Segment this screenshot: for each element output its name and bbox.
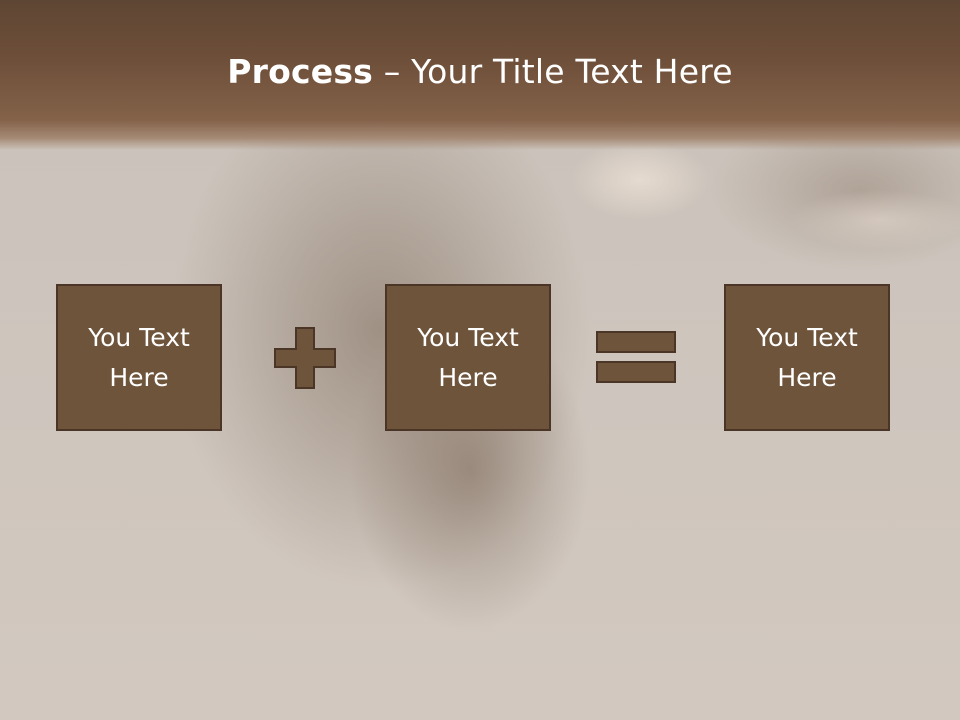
title-rest: – Your Title Text Here bbox=[373, 52, 733, 91]
plus-icon bbox=[274, 327, 336, 389]
box-1-line-1: You Text bbox=[88, 322, 190, 352]
process-box-1[interactable]: You Text Here bbox=[56, 284, 222, 431]
box-2-line-1: You Text bbox=[417, 322, 519, 352]
box-3-line-1: You Text bbox=[756, 322, 858, 352]
process-box-2[interactable]: You Text Here bbox=[385, 284, 551, 431]
title-bold: Process bbox=[227, 52, 374, 91]
box-3-line-2: Here bbox=[777, 362, 837, 392]
header-band bbox=[0, 0, 960, 150]
process-box-3[interactable]: You Text Here bbox=[724, 284, 890, 431]
slide-title: Process – Your Title Text Here bbox=[0, 52, 960, 91]
box-2-line-2: Here bbox=[438, 362, 498, 392]
equals-icon bbox=[596, 331, 676, 383]
box-1-line-2: Here bbox=[109, 362, 169, 392]
